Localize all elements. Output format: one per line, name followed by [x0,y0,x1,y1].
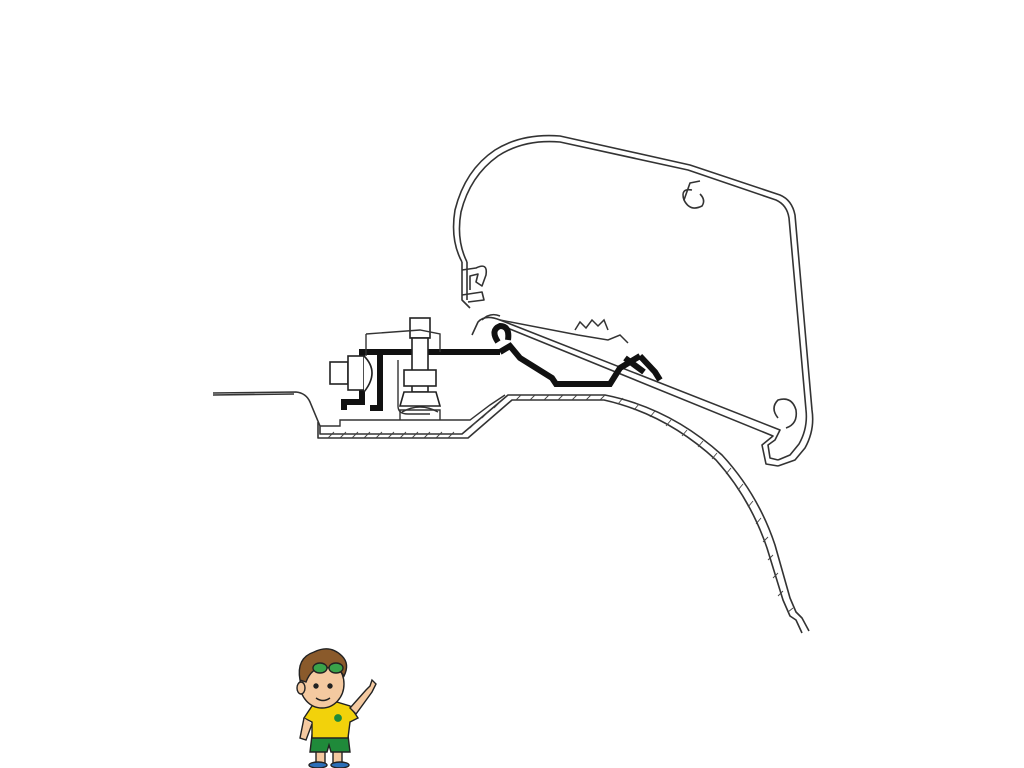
vehicle-roof-profile-icon [212,391,810,634]
awning-rail [481,313,629,344]
roof-fixing-pad [320,394,506,427]
awning-case-profile-icon [452,134,814,467]
bolt-nut-icon [329,317,442,407]
clamp-plate [365,329,441,415]
boy-mascot-pointing-icon [296,648,377,768]
roof-hatching [327,394,794,613]
